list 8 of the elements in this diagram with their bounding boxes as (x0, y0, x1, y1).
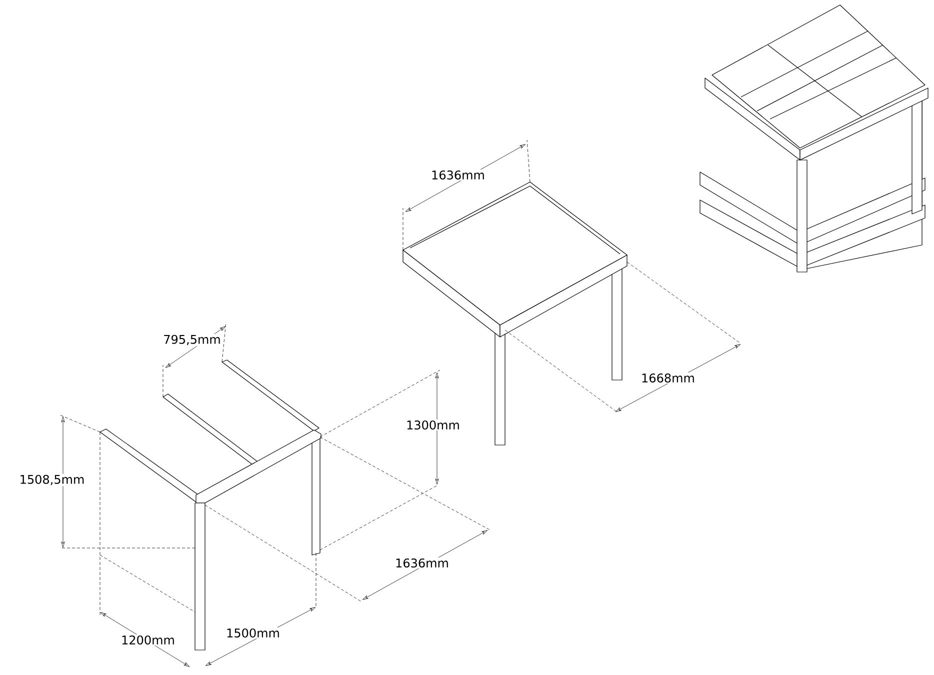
dimension-label: 1200mm (122, 635, 174, 645)
dimension-label: 1500mm (227, 628, 279, 638)
dimension-label: 1636mm (432, 170, 484, 180)
dimension-label: 1508,5mm (20, 474, 84, 486)
dimension-label: 1300mm (407, 420, 459, 430)
dimension-label: 1668mm (642, 373, 694, 383)
dimension-label: 795,5mm (164, 334, 220, 346)
dimension-label: 1636mm (396, 558, 448, 568)
